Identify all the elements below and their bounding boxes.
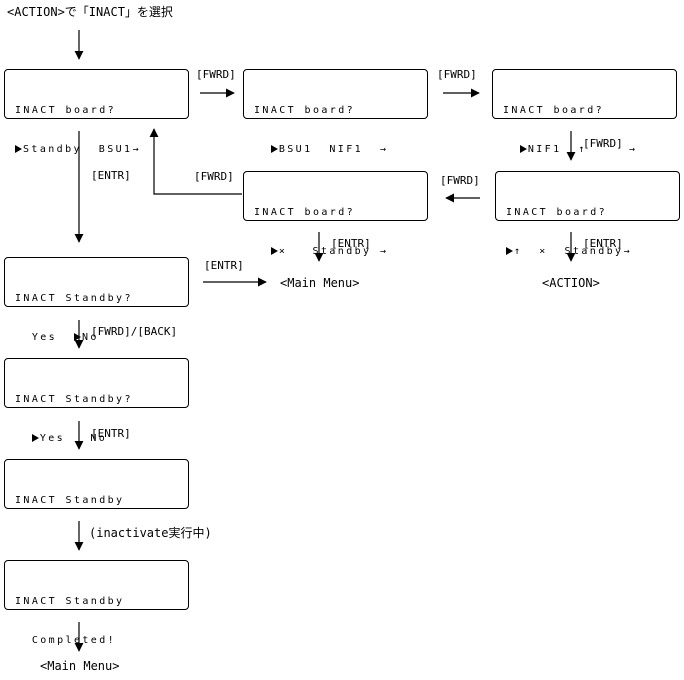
status-label-inactivating: (inactivate実行中) [89, 526, 212, 540]
lcd-screen-board-standby: INACT board? Standby BSU1→ [4, 69, 189, 155]
lcd-line-1: INACT board? [254, 207, 356, 218]
lcd-line-1: INACT Standby? [15, 394, 133, 405]
destination-main-menu-1: <Main Menu> [280, 276, 360, 290]
destination-main-menu-2: <Main Menu> [40, 659, 120, 673]
key-label-fwrd-3: [FWRD] [583, 137, 623, 150]
cursor-pointer-icon [31, 434, 39, 442]
lcd-screen-board-nif1: INACT board? NIF1 ↑ → [492, 69, 677, 155]
lcd-line-2: Yes No [15, 332, 99, 343]
lcd-line-1: INACT board? [503, 105, 605, 116]
key-label-entr-1: [ENTR] [91, 169, 131, 182]
key-label-fwrd-back: [FWRD]/[BACK] [91, 325, 178, 338]
lcd-line-1: INACT board? [254, 105, 356, 116]
cursor-pointer-icon [519, 145, 527, 153]
lcd-screen-standby-no: INACT Standby? Yes No [4, 257, 189, 343]
lcd-screen-standby-completed: INACT Standby Completed! [4, 560, 189, 646]
lcd-screen-board-bsu1: INACT board? BSU1 NIF1 → [243, 69, 428, 155]
lcd-line-1: INACT board? [15, 105, 117, 116]
lcd-line-1: INACT Standby [15, 495, 125, 506]
key-label-fwrd-5: [FWRD] [440, 174, 480, 187]
lcd-line-1: INACT board? [506, 207, 608, 218]
destination-action: <ACTION> [542, 276, 600, 290]
lcd-line-2: NIF1 ↑ → [503, 143, 676, 156]
lcd-line-2: Yes No [15, 432, 188, 445]
cursor-pointer-icon [73, 333, 81, 341]
key-label-fwrd-2: [FWRD] [437, 68, 477, 81]
lcd-line-1: INACT Standby [15, 596, 125, 607]
key-label-fwrd-1: [FWRD] [196, 68, 236, 81]
lcd-screen-board-up: INACT board? ↑ × Standby→ [495, 171, 680, 257]
lcd-line-2: × Standby → [254, 245, 427, 258]
cursor-pointer-icon [270, 145, 278, 153]
lcd-line-1: INACT Standby? [15, 293, 133, 304]
lcd-screen-standby-executing: INACT Standby [4, 459, 189, 509]
cursor-pointer-icon [270, 247, 278, 255]
arrow-screen5-to-screen1 [149, 128, 242, 195]
key-label-entr-2: [ENTR] [331, 237, 371, 250]
cursor-pointer-icon [15, 145, 22, 153]
cursor-pointer-icon [506, 247, 513, 255]
key-label-entr-4: [ENTR] [204, 259, 244, 272]
title-label: <ACTION>で「INACT」を選択 [7, 5, 173, 19]
lcd-screen-board-cross: INACT board? × Standby → [243, 171, 428, 257]
lcd-line-2: ↑ × Standby→ [506, 245, 679, 258]
lcd-screen-standby-yes: INACT Standby? Yes No [4, 358, 189, 444]
lcd-line-2: Completed! [15, 635, 117, 646]
key-label-entr-3: [ENTR] [583, 237, 623, 250]
key-label-fwrd-4: [FWRD] [194, 170, 234, 183]
lcd-line-2: Standby BSU1→ [15, 143, 188, 156]
lcd-line-2: BSU1 NIF1 → [254, 143, 427, 156]
key-label-entr-5: [ENTR] [91, 427, 131, 440]
